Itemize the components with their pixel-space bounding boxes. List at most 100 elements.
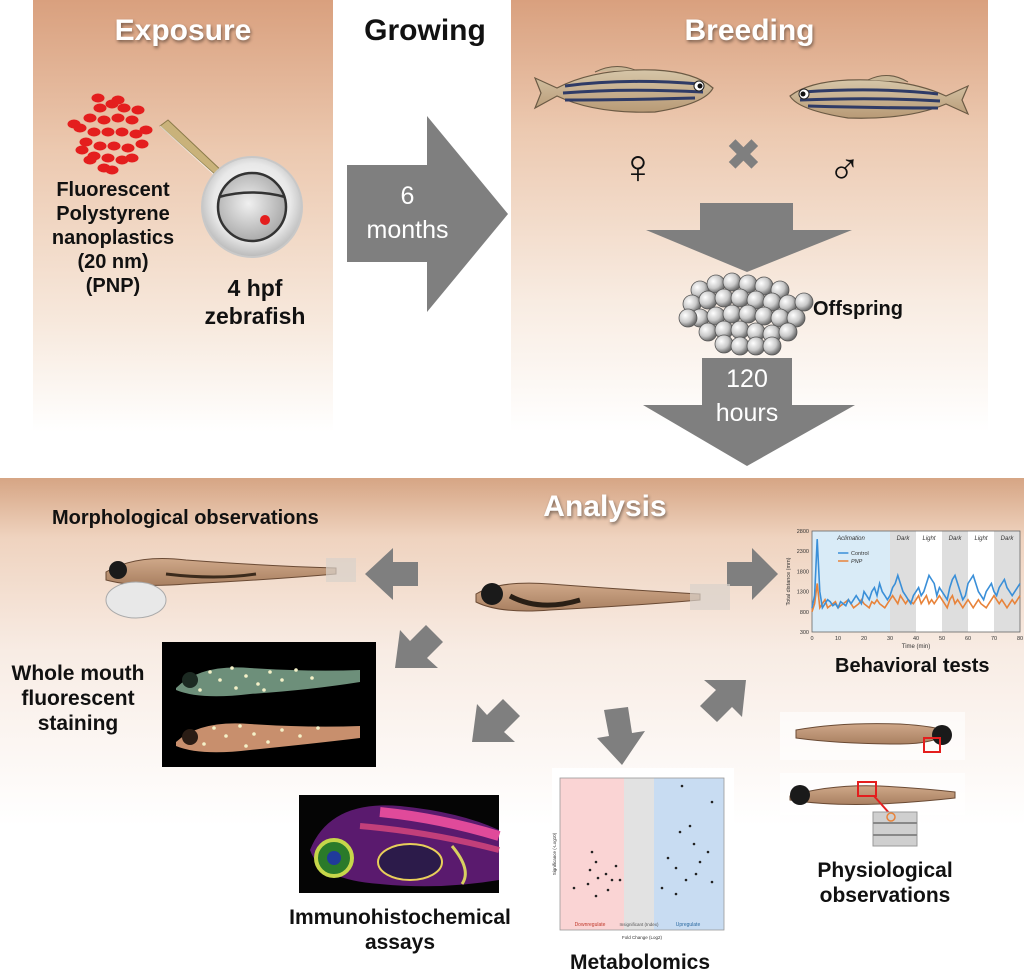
arrow-downright-icon [700,680,746,722]
volcano-point [614,864,618,868]
fluorescent-dot [244,744,248,748]
behavior-xtick: 0 [810,636,813,642]
volcano-point [666,856,670,860]
volcano-point [694,872,698,876]
particles-line-5: (PNP) [85,275,141,297]
immuno-line-2: assays [364,931,436,955]
particle-dot [79,137,93,147]
volcano-point [590,850,594,854]
volcano-point [660,886,664,890]
behavior-xtick: 20 [861,636,867,642]
behavior-phase-band [812,531,890,632]
volcano-point [572,886,576,890]
particles-line-1: Fluorescent [56,179,170,201]
growing-arrow-icon [347,116,508,312]
growing-duration-number: 6 [400,182,415,210]
hours-duration-unit: hours [715,398,779,427]
volcano-point [706,850,710,854]
offspring-egg [678,308,698,328]
central-larva-icon [475,582,730,612]
offspring-egg [754,306,774,326]
particle-dot [101,153,115,163]
particle-dot [105,165,119,175]
volcano-point [586,882,590,886]
behavioral-label: Behavioral tests [835,655,990,677]
particle-dot [121,143,135,153]
behavior-xtick: 70 [991,636,997,642]
immuno-label: Immunohistochemical assays [270,905,530,955]
physiological-line-2: observations [819,884,951,908]
whole-mouth-line-2: fluorescent [21,687,135,711]
male-symbol-icon: ♂ [828,145,861,194]
particles-line-4: (20 nm) [77,251,149,273]
hours-arrow-icon [643,358,855,466]
behavior-phase-band [916,531,942,632]
particle-dot [125,115,139,125]
arrow-downleft-1-icon [395,625,443,668]
offspring-egg [722,272,742,292]
fluorescent-dot [198,688,202,692]
growing-duration: 6 months [350,180,465,248]
fluorescent-dot [316,726,320,730]
hours-duration: 120 hours [700,363,794,431]
fluorescent-dot [218,678,222,682]
female-symbol-icon: ♀ [620,141,656,194]
offspring-egg [738,304,758,324]
morphological-label: Morphological observations [52,507,319,529]
behavior-ylabel: Total distance (mm) [786,557,792,605]
offspring-egg [714,334,734,354]
particles-label: Fluorescent Polystyrene nanoplastics (20… [33,178,193,298]
particle-dot [139,125,153,135]
fluorescent-dot [298,734,302,738]
volcano-point [680,784,684,788]
male-zebrafish-icon [789,75,970,119]
particle-dot [97,115,111,125]
analysis-title: Analysis [543,490,667,523]
fluorescent-dot [208,670,212,674]
volcano-ylabel: Significance (-Log10) [552,832,557,875]
embryo-egg-icon [201,156,303,258]
fluorescent-dot [310,676,314,680]
particle-dot [93,103,107,113]
immuno-line-1: Immunohistochemical [289,906,511,929]
fluorescent-dot [280,728,284,732]
embryo-line-2: zebrafish [204,302,306,329]
particle-dot [83,113,97,123]
volcano-point [596,876,600,880]
pnp-series-line [811,583,1021,613]
fluorescent-dot [262,688,266,692]
behavior-ytick: 2800 [797,529,809,535]
behavior-xtick: 30 [887,636,893,642]
volcano-point [606,888,610,892]
volcano-point [710,880,714,884]
physiological-line-1: Physiological [817,859,953,882]
whole-mouth-line-3: staining [37,712,119,736]
particle-dot [91,93,105,103]
offspring-egg [746,336,766,356]
particle-dot [75,145,89,155]
behavior-xtick: 60 [965,636,971,642]
behavior-phase-label: Light [974,536,987,542]
behavior-phase-label: Aclimation [836,536,865,542]
behavior-xtick: 10 [835,636,841,642]
fluorescent-dot [230,666,234,670]
offspring-egg [698,290,718,310]
offspring-egg [730,336,750,356]
offspring-egg [730,320,750,340]
particle-dot [93,141,107,151]
particles-line-2: Polystyrene [56,203,170,225]
behavior-phase-label: Dark [1001,536,1015,542]
volcano-mid-label: Insignificant (Index) [619,922,659,927]
particle-dot [111,95,125,105]
volcano-point [594,860,598,864]
fluorescent-dot [252,732,256,736]
legend-control-label: Control [851,551,869,557]
particle-dot [125,153,139,163]
fluorescent-dot [256,682,260,686]
volcano-point [594,894,598,898]
volcano-up-label: Upregulate [676,922,701,928]
embryo-line-1: 4 hpf [227,275,283,301]
particle-dot [117,103,131,113]
volcano-point [698,860,702,864]
